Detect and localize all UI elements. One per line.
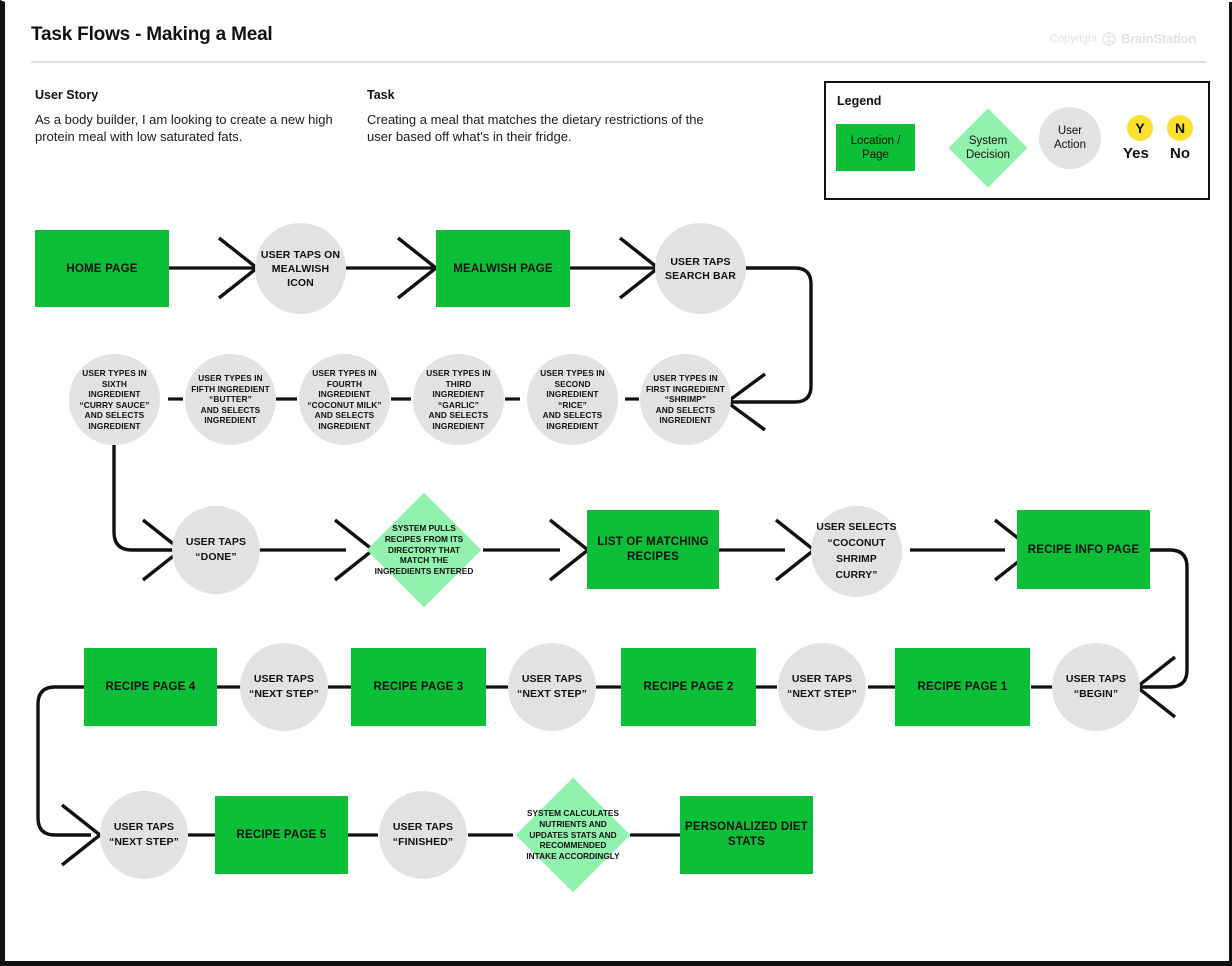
node-user-taps-next-step-b[interactable]: USER TAPS “NEXT STEP” xyxy=(508,643,596,731)
node-user-taps-finished[interactable]: USER TAPS “FINISHED” xyxy=(379,791,467,879)
legend-system-decision-label: System Decision xyxy=(965,135,1011,161)
legend-location-page-label: Location / Page xyxy=(850,134,901,161)
legend-title: Legend xyxy=(837,94,882,108)
user-story-text: As a body builder, I am looking to creat… xyxy=(35,112,333,144)
node-user-taps-done[interactable]: USER TAPS “DONE” xyxy=(172,506,260,594)
node-recipe-info-page[interactable]: RECIPE INFO PAGE xyxy=(1017,510,1150,589)
page-title: Task Flows - Making a Meal xyxy=(31,24,273,45)
node-ingredient-four[interactable]: USER TYPES IN FOURTH INGREDIENT “COCONUT… xyxy=(299,354,390,445)
task-text: Creating a meal that matches the dietary… xyxy=(367,112,704,144)
node-ingredient-five[interactable]: USER TYPES IN FIFTH INGREDIENT “BUTTER” … xyxy=(185,354,276,445)
node-list-of-matching-recipes[interactable]: LIST OF MATCHING RECIPES xyxy=(587,510,719,589)
flow-connectors xyxy=(36,236,1189,867)
node-ingredient-six[interactable]: USER TYPES IN SIXTH INGREDIENT “CURRY SA… xyxy=(69,354,160,445)
node-recipe-page-2[interactable]: RECIPE PAGE 2 xyxy=(621,648,756,726)
node-ingredient-one[interactable]: USER TYPES IN FIRST INGREDIENT “SHRIMP” … xyxy=(640,354,731,445)
node-personalized-diet-stats[interactable]: PERSONALIZED DIET STATS xyxy=(680,796,813,874)
node-home-page[interactable]: HOME PAGE xyxy=(35,230,169,307)
legend-location-page-swatch: Location / Page xyxy=(836,124,915,171)
node-system-pulls-recipes[interactable]: SYSTEM PULLS RECIPES FROM ITS DIRECTORY … xyxy=(366,478,482,622)
node-ingredient-two[interactable]: USER TYPES IN SECOND INGREDIENT “RICE” A… xyxy=(527,354,618,445)
brain-icon xyxy=(1102,31,1116,46)
brand-logo: Copyright BrainStation xyxy=(1050,31,1196,46)
header-divider xyxy=(31,61,1206,63)
legend-no-badge: N xyxy=(1167,115,1193,141)
node-ingredient-three[interactable]: USER TYPES IN THIRD INGREDIENT “GARLIC” … xyxy=(413,354,504,445)
node-user-taps-mealwish-icon[interactable]: USER TAPS ON MEALWISH ICON xyxy=(255,223,346,314)
node-user-taps-next-step-c[interactable]: USER TAPS “NEXT STEP” xyxy=(240,643,328,731)
brand-name: BrainStation xyxy=(1121,31,1196,46)
legend-no-label: No xyxy=(1170,145,1190,162)
copyright-label: Copyright xyxy=(1050,32,1098,45)
task-label: Task xyxy=(367,88,395,102)
node-recipe-page-5[interactable]: RECIPE PAGE 5 xyxy=(215,796,348,874)
legend-yes-label: Yes xyxy=(1123,145,1149,162)
node-user-taps-begin[interactable]: USER TAPS “BEGIN” xyxy=(1052,643,1140,731)
node-user-taps-search-bar[interactable]: USER TAPS SEARCH BAR xyxy=(655,223,746,314)
node-user-taps-next-step-d[interactable]: USER TAPS “NEXT STEP” xyxy=(100,791,188,879)
legend-box: Legend Location / Page System Decision U… xyxy=(824,81,1210,200)
node-user-selects-recipe[interactable]: USER SELECTS “COCONUT SHRIMP CURRY” xyxy=(811,506,902,597)
node-recipe-page-3[interactable]: RECIPE PAGE 3 xyxy=(351,648,486,726)
node-recipe-page-4[interactable]: RECIPE PAGE 4 xyxy=(84,648,217,726)
legend-user-action-swatch: User Action xyxy=(1039,107,1101,169)
node-recipe-page-1[interactable]: RECIPE PAGE 1 xyxy=(895,648,1030,726)
legend-yes-badge: Y xyxy=(1127,115,1153,141)
node-user-taps-next-step-a[interactable]: USER TAPS “NEXT STEP” xyxy=(778,643,866,731)
node-mealwish-page[interactable]: MEALWISH PAGE xyxy=(436,230,570,307)
legend-system-decision-swatch: System Decision xyxy=(948,108,1028,188)
user-story-label: User Story xyxy=(35,88,99,102)
node-system-calculates-nutrients[interactable]: SYSTEM CALCULATES NUTRIENTS AND UPDATES … xyxy=(515,764,631,906)
